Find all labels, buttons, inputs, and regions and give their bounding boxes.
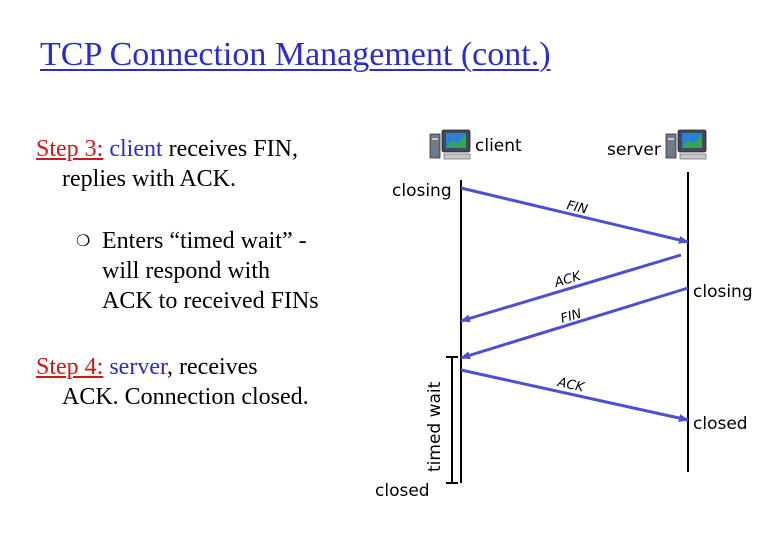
client-computer-icon	[429, 129, 471, 160]
step-3-label: Step 3:	[36, 136, 104, 162]
client-closing-label: closing	[392, 181, 452, 201]
step-4-text-a: , receives	[167, 354, 258, 380]
page-title: TCP Connection Management (cont.)	[40, 36, 551, 73]
ack-arrow-server-to-client	[460, 253, 682, 323]
fin-arrow-server-to-client	[460, 286, 689, 360]
fin-label-1: FIN	[565, 198, 589, 217]
server-closing-label: closing	[693, 282, 753, 302]
bullet-line-1: Enters “timed wait” -	[102, 228, 307, 254]
bullet-icon: ❍	[76, 231, 91, 250]
step-3-text-a: receives FIN,	[162, 136, 298, 162]
fin-arrow-client-to-server	[460, 186, 689, 244]
server-computer-icon	[665, 129, 707, 160]
timed-wait-bullet: ❍ Enters “timed wait” - will respond wit…	[76, 226, 376, 316]
timed-wait-label: timed wait	[425, 381, 445, 472]
step-4: Step 4: server, receives ACK. Connection…	[36, 352, 376, 412]
bullet-line-3: ACK to received FINs	[102, 288, 319, 314]
client-closed-label: closed	[375, 481, 430, 501]
step-3: Step 3: client receives FIN, replies wit…	[36, 134, 376, 194]
fin-label-2: FIN	[559, 307, 584, 327]
bullet-line-2: will respond with	[102, 258, 270, 284]
ack-label-2: ACK	[555, 375, 586, 396]
server-label: server	[607, 140, 661, 160]
server-closed-label: closed	[693, 414, 748, 434]
step-4-actor: server	[109, 354, 168, 380]
step-3-text-b: replies with ACK.	[62, 166, 236, 192]
step-4-label: Step 4:	[36, 354, 104, 380]
step-3-actor: client	[109, 136, 163, 162]
ack-arrow-client-to-server	[460, 368, 689, 422]
step-4-text-b: ACK. Connection closed.	[62, 384, 309, 410]
client-label: client	[475, 136, 522, 156]
